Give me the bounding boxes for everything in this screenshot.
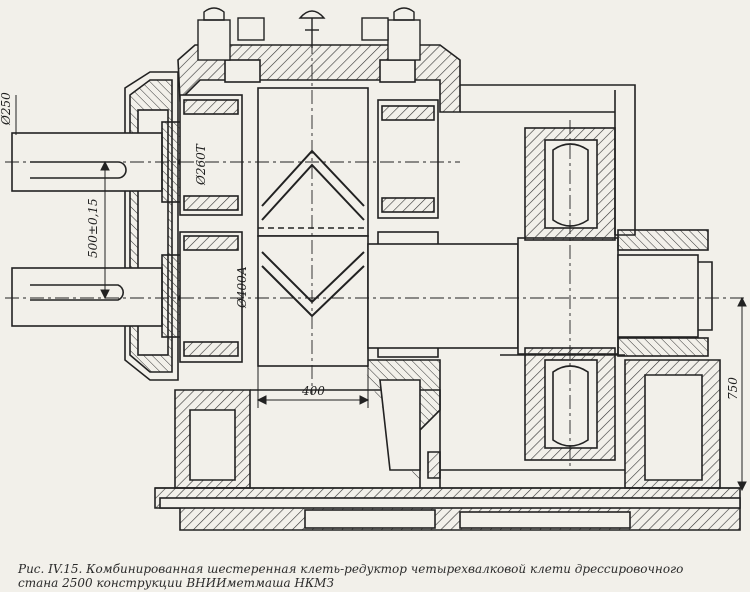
base-frame bbox=[154, 487, 741, 531]
dim-bearing-dia-bottom: Ø400А bbox=[235, 266, 249, 309]
dim-gear-width: 400 bbox=[301, 384, 325, 398]
dim-shaft-dia-top: Ø250 bbox=[0, 92, 13, 126]
dimensions bbox=[15, 95, 747, 492]
input-shaft-bottom bbox=[11, 254, 193, 338]
figure-caption: Рис. IV.15. Комбинированная шестеренная … bbox=[18, 562, 743, 590]
dim-center-distance: 500±0,15 bbox=[86, 198, 100, 258]
caption-line-2: стана 2500 конструкции ВНИИметмаша НКМЗ bbox=[18, 576, 334, 590]
bearings-left bbox=[179, 94, 243, 363]
gear-stand-reducer-drawing: Ø250 Ø260Т 500±0,15 Ø400А 400 750 bbox=[0, 7, 747, 531]
output-shaft bbox=[367, 229, 713, 357]
lower-housing-left bbox=[174, 359, 441, 489]
caption-line-1: Рис. IV.15. Комбинированная шестеренная … bbox=[18, 562, 684, 576]
upper-housing bbox=[177, 44, 636, 236]
top-bolts bbox=[197, 7, 421, 61]
dim-height: 750 bbox=[726, 377, 740, 400]
pinion-gears bbox=[257, 87, 369, 367]
dim-bearing-dia-top: Ø260Т bbox=[194, 143, 208, 186]
lower-housing-right bbox=[440, 354, 721, 489]
center-lines bbox=[5, 40, 745, 470]
